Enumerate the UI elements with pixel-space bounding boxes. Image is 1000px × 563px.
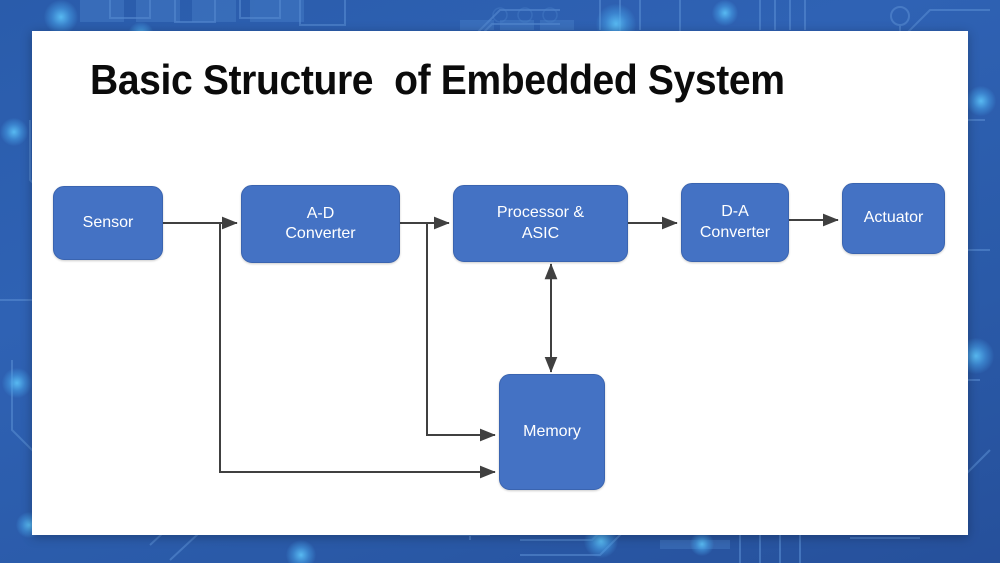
node-memory-label: Memory [523, 422, 581, 440]
slide-card: Basic Structure of Embedded System [32, 31, 968, 535]
node-da-converter[interactable]: D-A Converter [681, 183, 789, 262]
node-sensor-label: Sensor [82, 213, 134, 231]
node-actuator-label: Actuator [863, 209, 924, 227]
node-sensor[interactable]: Sensor [53, 186, 163, 260]
node-processor-asic-label: Processor & ASIC [496, 204, 585, 242]
node-ad-converter-label: A-D Converter [285, 204, 356, 242]
page-title: Basic Structure of Embedded System [90, 56, 785, 103]
embedded-system-block-diagram: Sensor A-D Converter Processor & ASIC D-… [32, 31, 968, 535]
node-processor-asic[interactable]: Processor & ASIC [453, 185, 628, 262]
connector-adc-to-memory [426, 223, 496, 442]
diagram-connectors [163, 213, 839, 479]
connector-sensor-to-memory [219, 223, 496, 479]
node-da-converter-label: D-A Converter [699, 203, 771, 241]
node-ad-converter[interactable]: A-D Converter [241, 185, 400, 263]
node-actuator[interactable]: Actuator [842, 183, 945, 254]
node-memory[interactable]: Memory [499, 374, 605, 490]
